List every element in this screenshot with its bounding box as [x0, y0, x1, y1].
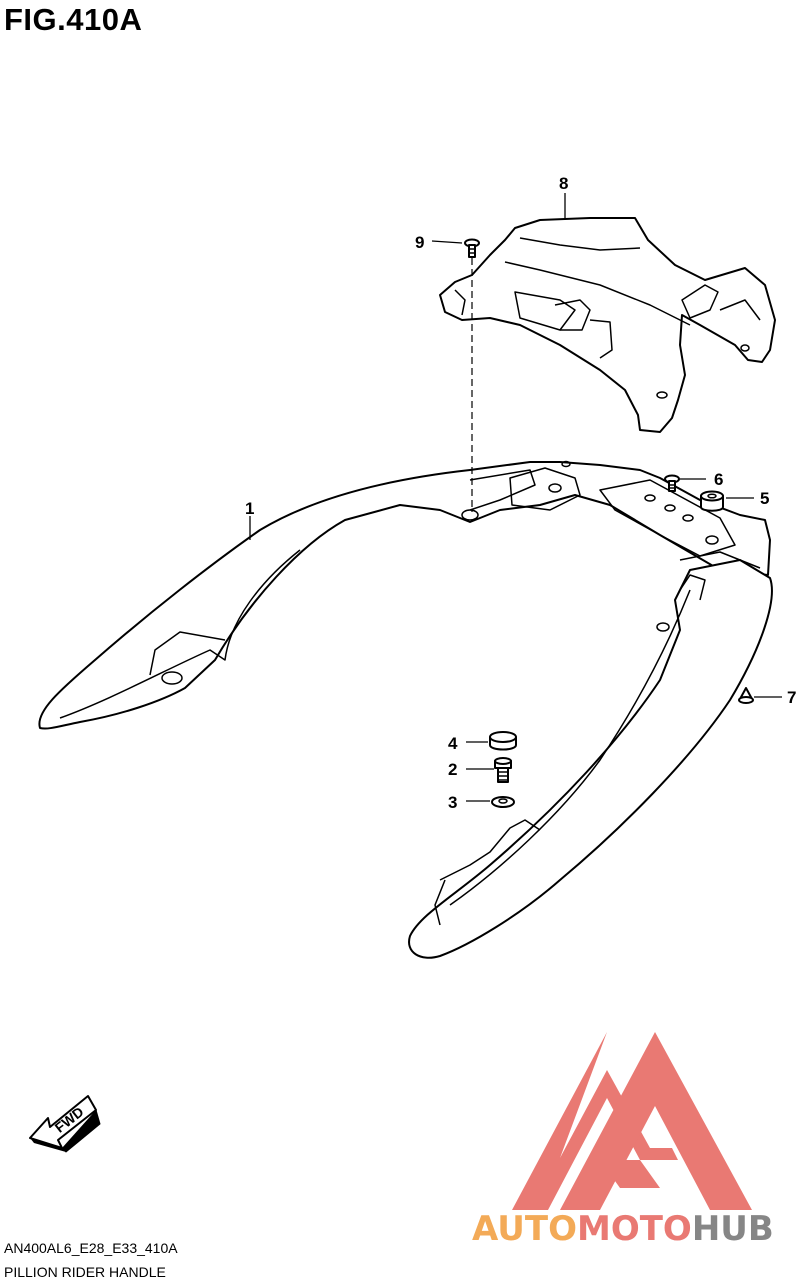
- callout-1: 1: [245, 499, 254, 518]
- fwd-arrow-icon: FWD: [29, 1095, 101, 1153]
- figure-title: FIG.410A: [4, 2, 143, 37]
- callout-5: 5: [760, 489, 769, 508]
- logo-text-auto: AUTO: [472, 1209, 577, 1249]
- figure-name: PILLION RIDER HANDLE: [4, 1264, 166, 1280]
- part-6-screw[interactable]: [664, 474, 680, 492]
- callout-4: 4: [448, 734, 458, 753]
- callout-7: 7: [787, 688, 796, 707]
- part-9-screw[interactable]: [464, 238, 480, 258]
- callout-2: 2: [448, 760, 457, 779]
- part-4-cap[interactable]: [489, 731, 517, 751]
- callout-6: 6: [714, 470, 723, 489]
- part-5-grommet[interactable]: [700, 490, 724, 512]
- automotohub-logo: AUTOMOTOHUB: [472, 1032, 774, 1249]
- part-2-bolt[interactable]: [494, 757, 512, 783]
- part-1-pillion-handle[interactable]: [38, 460, 773, 959]
- part-7-clip[interactable]: [738, 687, 754, 704]
- callout-8: 8: [559, 174, 568, 193]
- svg-text:AUTOMOTOHUB: AUTOMOTOHUB: [472, 1209, 774, 1249]
- callout-9: 9: [415, 233, 424, 252]
- logo-text-hub: HUB: [692, 1209, 774, 1249]
- logo-text-moto: MOTO: [577, 1209, 692, 1249]
- part-8-rear-cover[interactable]: [439, 217, 776, 433]
- part-3-washer[interactable]: [491, 796, 515, 808]
- leader-lines: [249, 193, 782, 802]
- callout-3: 3: [448, 793, 457, 812]
- figure-code: AN400AL6_E28_E33_410A: [4, 1240, 178, 1256]
